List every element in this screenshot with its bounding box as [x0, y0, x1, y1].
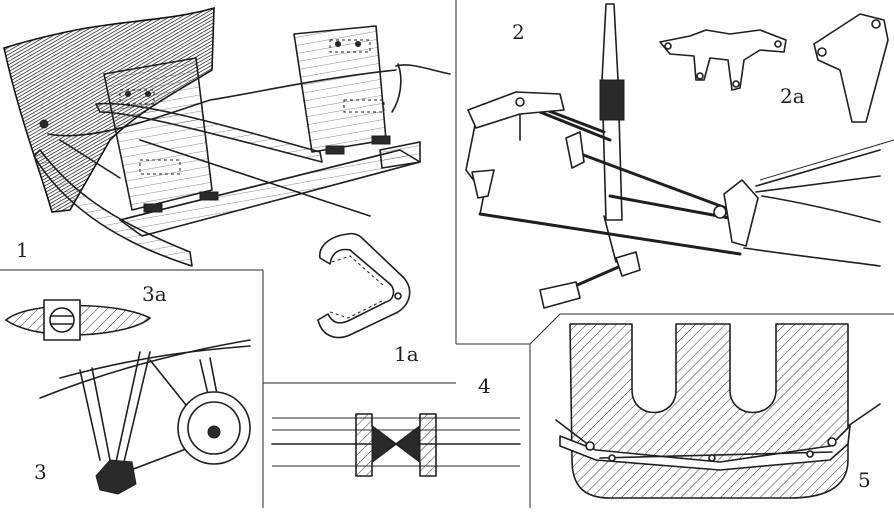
figure-label-5: 5 — [858, 468, 871, 492]
figure-1-drawing — [3, 6, 451, 267]
figure-3a-drawing — [5, 299, 151, 341]
figure-3-drawing — [39, 339, 251, 495]
figure-label-1: 1 — [16, 238, 29, 262]
figure-label-3a: 3a — [142, 282, 167, 306]
figure-label-4: 4 — [478, 374, 491, 398]
figure-label-2: 2 — [512, 20, 525, 44]
figure-2-drawing — [465, 3, 894, 309]
figure-label-1a: 1a — [394, 342, 419, 366]
figure-5-drawing — [555, 323, 881, 499]
figure-label-2a: 2a — [780, 84, 805, 108]
figure-4-drawing — [271, 413, 521, 477]
figure-2a-drawing — [659, 13, 889, 123]
figure-label-3: 3 — [34, 460, 47, 484]
figure-1a-drawing — [317, 232, 411, 339]
